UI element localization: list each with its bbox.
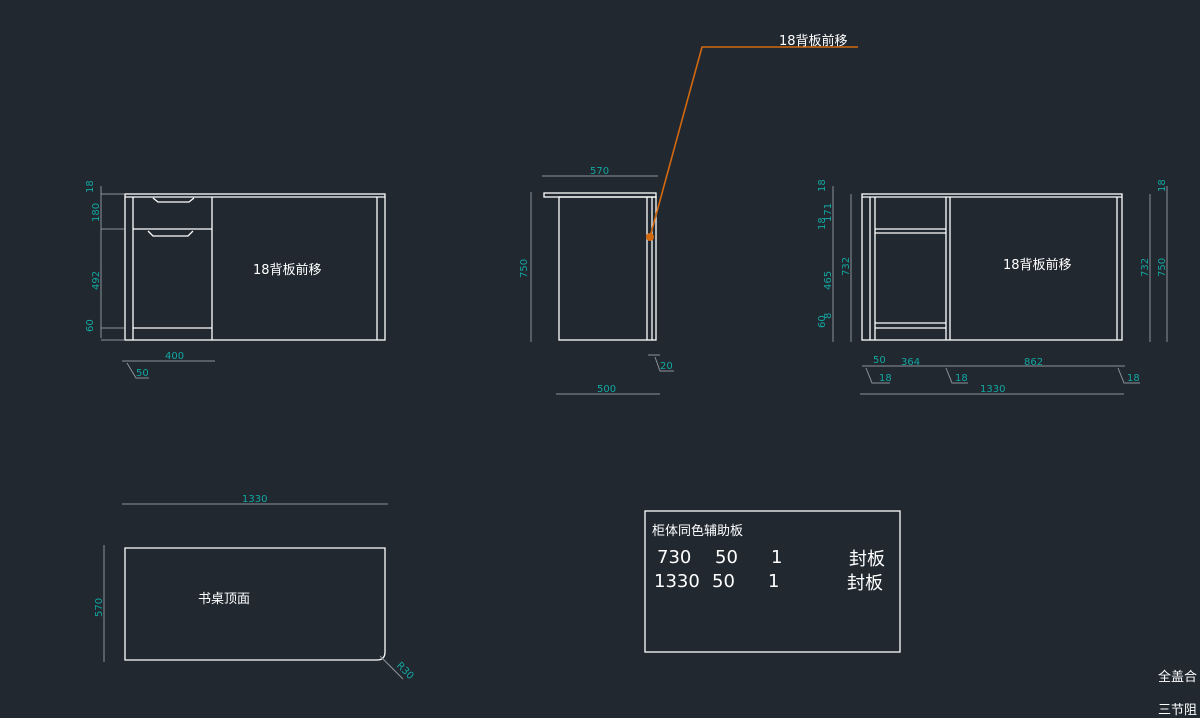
front-outline xyxy=(124,193,386,341)
dim-50: 50 xyxy=(873,355,886,366)
auxiliary-board-note: 柜体同色辅助板 730 50 1 封板 1330 50 1 封板 xyxy=(644,510,901,653)
leader-20 xyxy=(654,356,674,372)
dim-60: 60 xyxy=(817,315,828,328)
row1-width: 50 xyxy=(715,547,738,568)
note-box xyxy=(644,510,901,653)
leader-50 xyxy=(126,362,149,379)
dim-492: 492 xyxy=(91,271,102,290)
row1-note: 封板 xyxy=(849,549,885,570)
dim-18: 18 xyxy=(1157,179,1168,192)
row2-width: 50 xyxy=(712,571,735,592)
dim-180: 180 xyxy=(91,203,102,222)
row2-length: 1330 xyxy=(654,571,700,592)
dim-18: 18 xyxy=(817,179,828,192)
desk-top-view: 1330 570 书桌顶面 R30 xyxy=(94,494,416,682)
dim-18: 18 xyxy=(817,217,828,230)
dim-18: 18 xyxy=(1127,373,1140,384)
dim-732: 732 xyxy=(1140,258,1151,277)
dim-750: 750 xyxy=(519,259,530,278)
dim-364: 364 xyxy=(901,357,920,368)
row2-note: 封板 xyxy=(847,573,883,594)
dim-171: 171 xyxy=(823,203,834,222)
row1-qty: 1 xyxy=(771,547,782,568)
right-elevation: 18背板前移 18 171 18 465 60 8 732 732 750 18… xyxy=(817,179,1168,395)
drawer-handle xyxy=(152,197,195,203)
dim-50: 50 xyxy=(136,368,149,379)
back-panel-note: 18背板前移 xyxy=(253,262,322,278)
side-elevation: 570 750 500 20 18背板前移 xyxy=(519,33,858,395)
side-panel xyxy=(558,196,657,341)
dim-570: 570 xyxy=(94,598,105,617)
right-outline xyxy=(861,193,1123,341)
leader-18 xyxy=(945,367,968,384)
leader-label: 18背板前移 xyxy=(779,33,848,49)
dim-radius: R30 xyxy=(394,660,416,682)
dim-750: 750 xyxy=(1157,258,1168,277)
dim-18: 18 xyxy=(85,180,96,193)
dim-20: 20 xyxy=(660,361,673,372)
row2-qty: 1 xyxy=(768,571,779,592)
leader-line xyxy=(649,46,858,238)
dim-570: 570 xyxy=(590,166,609,177)
dim-18: 18 xyxy=(955,373,968,384)
dim-500: 500 xyxy=(597,384,616,395)
front-elevation: 18背板前移 18 180 492 60 400 50 xyxy=(85,180,386,379)
desk-top-label: 书桌顶面 xyxy=(198,592,250,607)
dim-60: 60 xyxy=(85,319,96,332)
radius-leader xyxy=(379,655,404,680)
dim-1330: 1330 xyxy=(980,384,1005,395)
dim-862: 862 xyxy=(1024,357,1043,368)
slide-note: 三节阻 xyxy=(1158,703,1197,718)
door-handle xyxy=(147,230,194,237)
dim-400: 400 xyxy=(165,351,184,362)
leader-anchor-dot[interactable] xyxy=(646,233,654,241)
note-title: 柜体同色辅助板 xyxy=(652,523,743,539)
dim-732: 732 xyxy=(841,257,852,276)
dim-8: 8 xyxy=(823,313,834,319)
dim-1330: 1330 xyxy=(242,494,267,505)
row1-length: 730 xyxy=(657,547,691,568)
hinge-note: 全盖合 xyxy=(1158,669,1197,685)
dim-465: 465 xyxy=(823,271,834,290)
dim-18: 18 xyxy=(879,373,892,384)
right-back-panel-note: 18背板前移 xyxy=(1003,257,1072,273)
desk-top-outline xyxy=(124,547,386,661)
leader-18 xyxy=(865,367,890,384)
leader-18 xyxy=(1117,367,1140,384)
